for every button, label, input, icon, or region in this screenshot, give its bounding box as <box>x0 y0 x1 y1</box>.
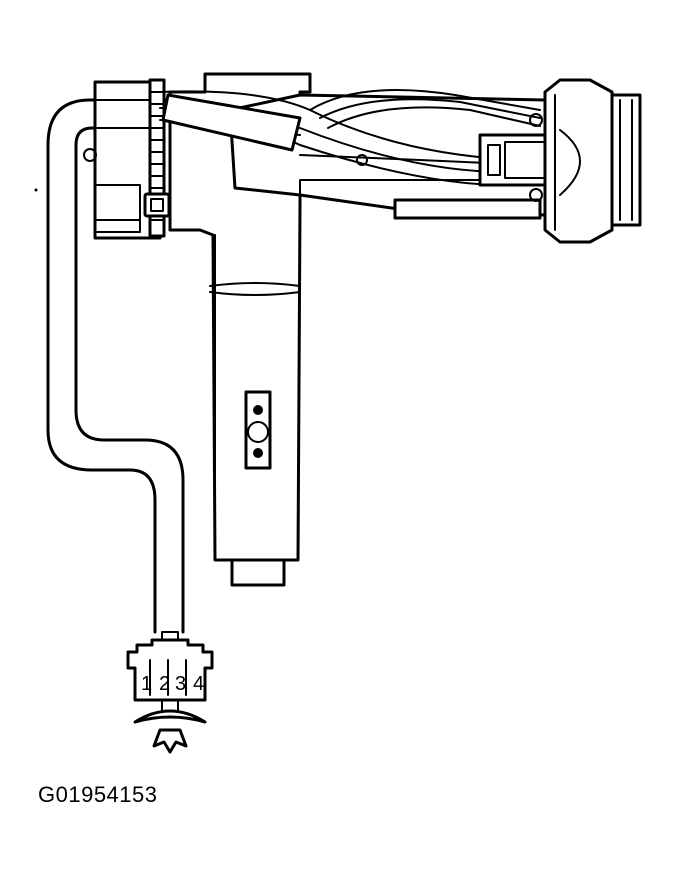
pin-label: 3 <box>175 673 186 695</box>
lock-cylinder <box>529 78 642 244</box>
switch-housing <box>228 93 547 220</box>
mounting-plate <box>244 390 272 470</box>
cable-tie <box>143 78 171 238</box>
steering-column-body <box>168 72 312 587</box>
pin-label: 4 <box>193 673 204 695</box>
harness-connector <box>126 631 214 702</box>
harness-clip <box>133 699 207 754</box>
speck <box>34 188 38 192</box>
pin-label: 2 <box>159 673 170 695</box>
wire-harness <box>46 98 185 634</box>
pin-label: 1 <box>141 673 152 695</box>
figure-id: G01954153 <box>38 782 158 807</box>
internal-wires <box>159 89 541 187</box>
